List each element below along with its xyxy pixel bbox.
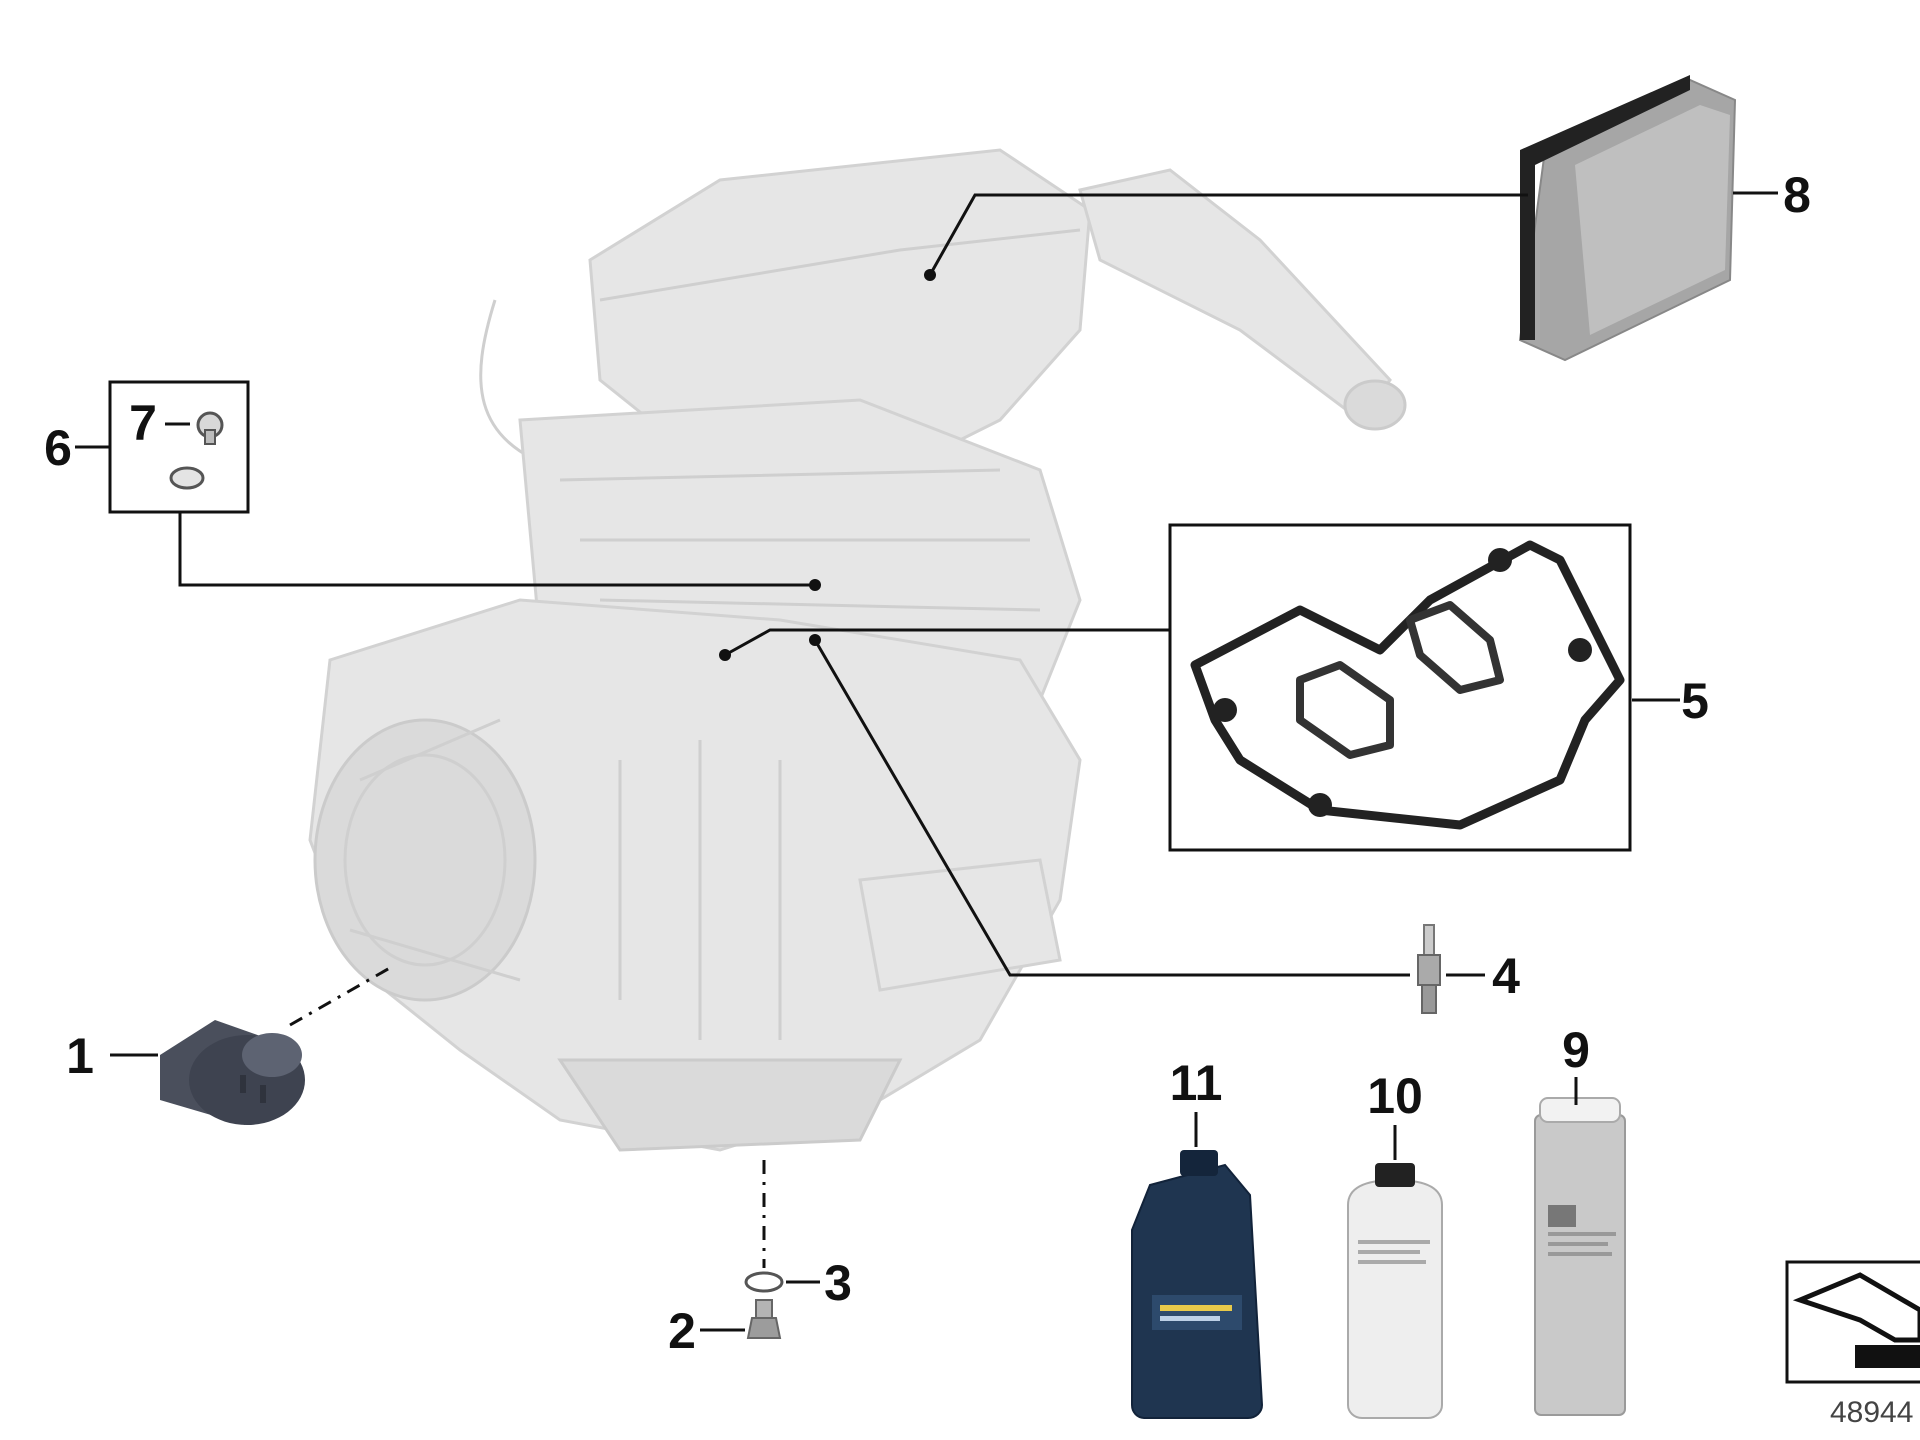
callout-3: 3 <box>824 1255 852 1311</box>
callout-10: 10 <box>1367 1068 1423 1124</box>
callout-1: 1 <box>66 1028 94 1084</box>
view-reference-box <box>1785 1260 1920 1384</box>
coolant-bottle <box>1347 1163 1443 1419</box>
washer-part <box>169 466 205 490</box>
pointer-dot-6 <box>809 579 821 591</box>
pointer-dot-4 <box>809 634 821 646</box>
callout-11: 11 <box>1170 1055 1223 1111</box>
lead-line-engine-4 <box>813 639 1410 977</box>
spray-can <box>1534 1097 1626 1416</box>
gasket-set-box <box>1168 523 1632 852</box>
callout-8: 8 <box>1783 167 1811 223</box>
screw-part <box>196 411 224 445</box>
lead-line-engine-5 <box>724 628 1170 657</box>
engine-illustration <box>308 148 1407 1152</box>
callout-2: 2 <box>668 1303 696 1359</box>
engine-oil-bottle <box>1131 1150 1264 1419</box>
cylinder-head-gasket-set <box>1190 540 1625 830</box>
pointer-dot-5 <box>719 649 731 661</box>
air-filter <box>1518 75 1737 362</box>
spark-plug <box>1417 924 1441 1014</box>
lead-line-engine-8 <box>928 193 1528 276</box>
sealing-ring <box>744 1271 784 1293</box>
drain-plug <box>746 1299 782 1339</box>
lead-line-engine-6 <box>178 512 815 587</box>
callout-4: 4 <box>1492 948 1520 1004</box>
callout-9: 9 <box>1562 1022 1590 1078</box>
callout-5: 5 <box>1681 673 1709 729</box>
pointer-dot-8 <box>924 269 936 281</box>
oil-filter <box>160 1020 305 1125</box>
callout-7: 7 <box>129 395 157 451</box>
callout-6: 6 <box>44 420 72 476</box>
lead-line-1 <box>289 963 396 1027</box>
diagram-reference-number: 48944 <box>1830 1396 1913 1429</box>
